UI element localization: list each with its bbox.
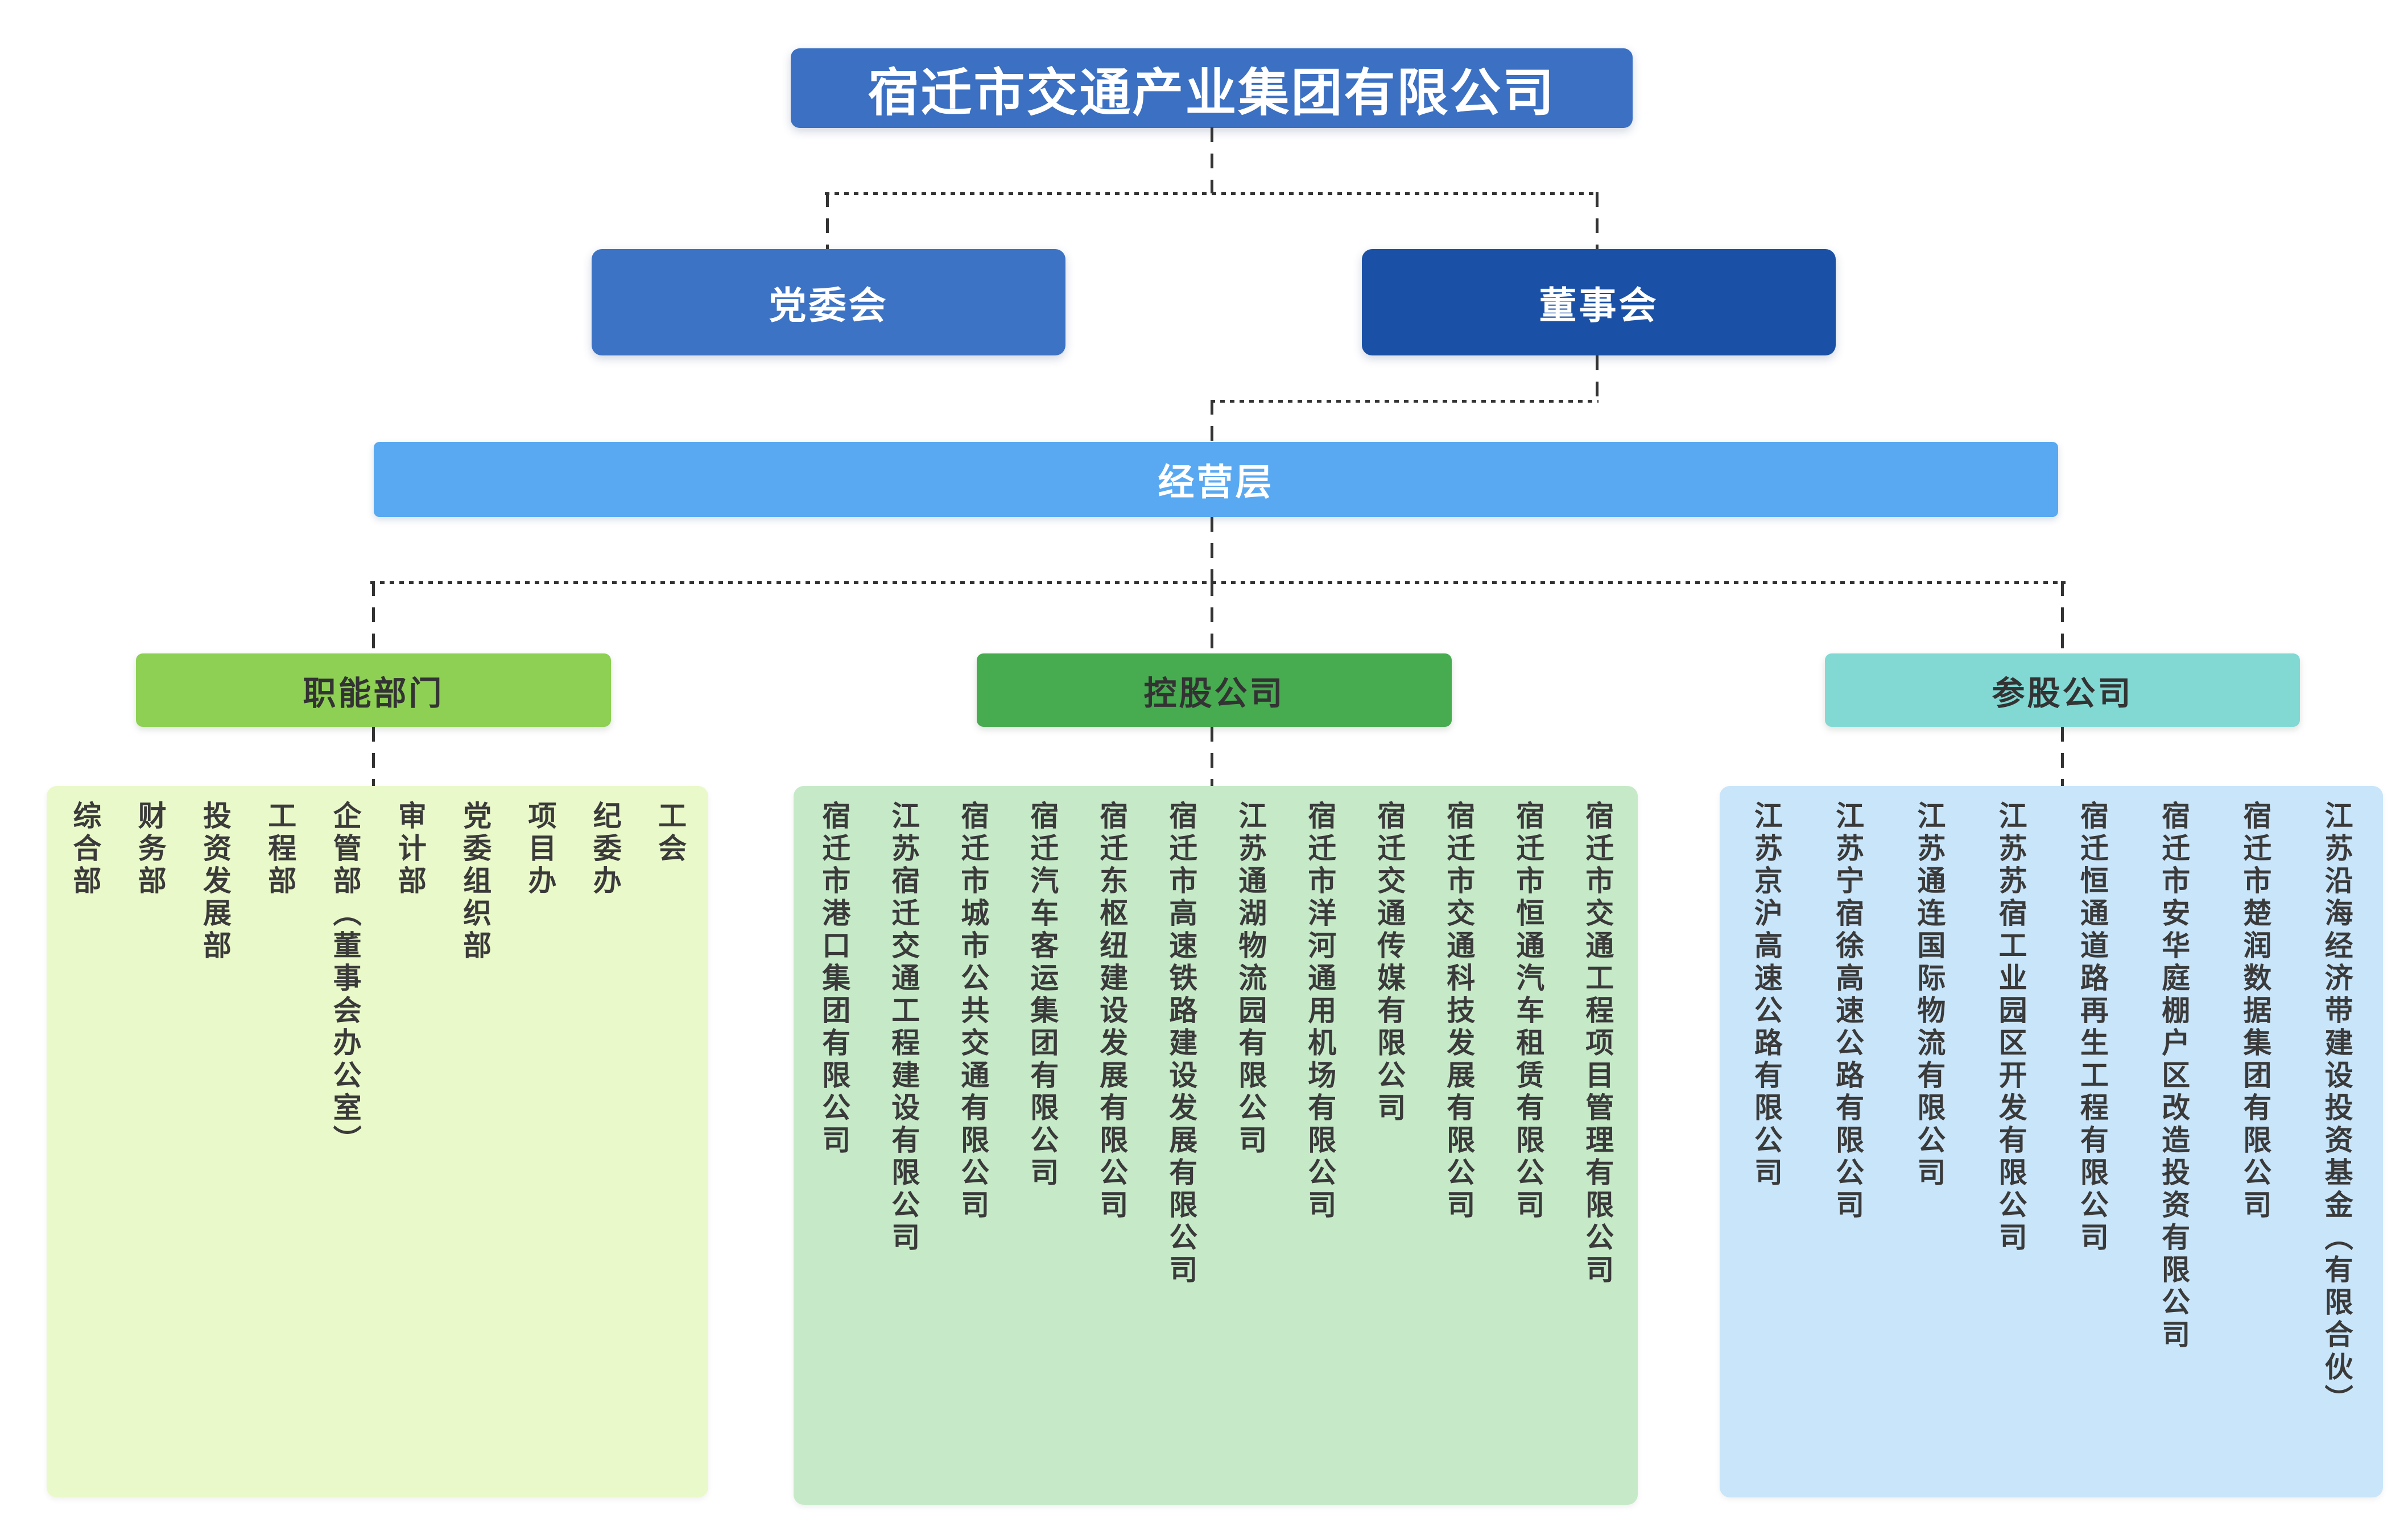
holding-company-item: 宿迁市交通科技发展有限公司 <box>1443 801 1475 1222</box>
connector-board-down <box>1596 355 1599 401</box>
connector-groups-horizontal <box>370 581 2066 584</box>
management-layer-label: 经营层 <box>1158 462 1274 503</box>
holding-company-item: 江苏宿迁交通工程建设有限公司 <box>887 801 920 1255</box>
management-layer-bar: 经营层 <box>374 442 2058 517</box>
holding-companies-panel: 宿迁市港口集团有限公司 江苏宿迁交通工程建设有限公司 宿迁市城市公共交通有限公司 宿迁… <box>794 786 1638 1505</box>
connector-to-functional-header <box>372 581 375 653</box>
holding-companies-header-label: 控股公司 <box>1143 674 1285 712</box>
functional-departments-panel: 综合部 财务部 投资发展部 工程部 企管部（董事会办公室） 审计部 党委组织部 项目办 纪委办 工… <box>47 786 708 1497</box>
board-of-directors-box: 董事会 <box>1362 249 1836 355</box>
equity-company-item: 江苏宁宿徐高速公路有限公司 <box>1832 801 1864 1222</box>
holding-company-item: 宿迁市港口集团有限公司 <box>818 801 850 1157</box>
holding-company-item: 宿迁东枢纽建设发展有限公司 <box>1096 801 1128 1222</box>
department-item: 审计部 <box>394 801 426 898</box>
connector-holding-panel <box>1211 727 1213 786</box>
equity-companies-header: 参股公司 <box>1825 653 2300 727</box>
holding-company-item: 江苏通湖物流园有限公司 <box>1234 801 1267 1157</box>
holding-company-item: 宿迁市恒通汽车租赁有限公司 <box>1512 801 1544 1222</box>
department-item: 项目办 <box>524 801 556 898</box>
connector-to-holding-header <box>1211 581 1213 653</box>
connector-board-management <box>1211 400 1599 403</box>
department-item: 纪委办 <box>589 801 621 898</box>
holding-company-item: 宿迁交通传媒有限公司 <box>1373 801 1406 1125</box>
root-company-box: 宿迁市交通产业集团有限公司 <box>791 48 1633 128</box>
connector-to-equity-header <box>2061 581 2064 653</box>
connector-boards-horizontal <box>825 192 1599 195</box>
department-item: 财务部 <box>134 801 166 898</box>
connector-to-management <box>1211 400 1213 442</box>
equity-company-item: 宿迁市楚润数据集团有限公司 <box>2239 801 2271 1222</box>
holding-company-item: 宿迁市高速铁路建设发展有限公司 <box>1165 801 1197 1287</box>
equity-company-item: 宿迁恒通道路再生工程有限公司 <box>2076 801 2108 1255</box>
connector-to-board <box>1596 192 1599 249</box>
holding-companies-header: 控股公司 <box>977 653 1452 727</box>
board-of-directors-label: 董事会 <box>1539 284 1659 326</box>
holding-company-item: 宿迁市城市公共交通有限公司 <box>957 801 989 1222</box>
party-committee-box: 党委会 <box>592 249 1065 355</box>
equity-company-item: 江苏苏宿工业园区开发有限公司 <box>1994 801 2027 1255</box>
holding-company-item: 宿迁汽车客运集团有限公司 <box>1026 801 1059 1190</box>
department-item: 工会 <box>654 801 687 866</box>
root-company-label: 宿迁市交通产业集团有限公司 <box>868 65 1556 122</box>
functional-departments-header: 职能部门 <box>136 653 611 727</box>
department-item: 综合部 <box>69 801 101 898</box>
department-item: 党委组织部 <box>459 801 491 963</box>
department-item: 企管部（董事会办公室） <box>329 801 361 1157</box>
connector-to-party-committee <box>826 192 829 249</box>
functional-departments-header-label: 职能部门 <box>303 674 444 712</box>
connector-root-stub <box>1211 127 1213 193</box>
connector-functional-panel <box>372 727 375 786</box>
equity-company-item: 宿迁市安华庭棚户区改造投资有限公司 <box>2158 801 2190 1352</box>
department-item: 投资发展部 <box>199 801 231 963</box>
equity-companies-panel: 江苏京沪高速公路有限公司 江苏宁宿徐高速公路有限公司 江苏通连国际物流有限公司 江苏苏… <box>1720 786 2383 1497</box>
holding-company-item: 宿迁市洋河通用机场有限公司 <box>1304 801 1336 1222</box>
equity-companies-header-label: 参股公司 <box>1992 674 2133 712</box>
equity-company-item: 江苏京沪高速公路有限公司 <box>1750 801 1782 1190</box>
connector-equity-panel <box>2061 727 2064 786</box>
equity-company-item: 江苏通连国际物流有限公司 <box>1913 801 1946 1190</box>
holding-company-item: 宿迁市交通工程项目管理有限公司 <box>1581 801 1614 1287</box>
department-item: 工程部 <box>264 801 296 898</box>
party-committee-label: 党委会 <box>769 284 889 326</box>
connector-management-down <box>1211 517 1213 582</box>
equity-company-item: 江苏沿海经济带建设投资基金（有限合伙） <box>2320 801 2353 1417</box>
